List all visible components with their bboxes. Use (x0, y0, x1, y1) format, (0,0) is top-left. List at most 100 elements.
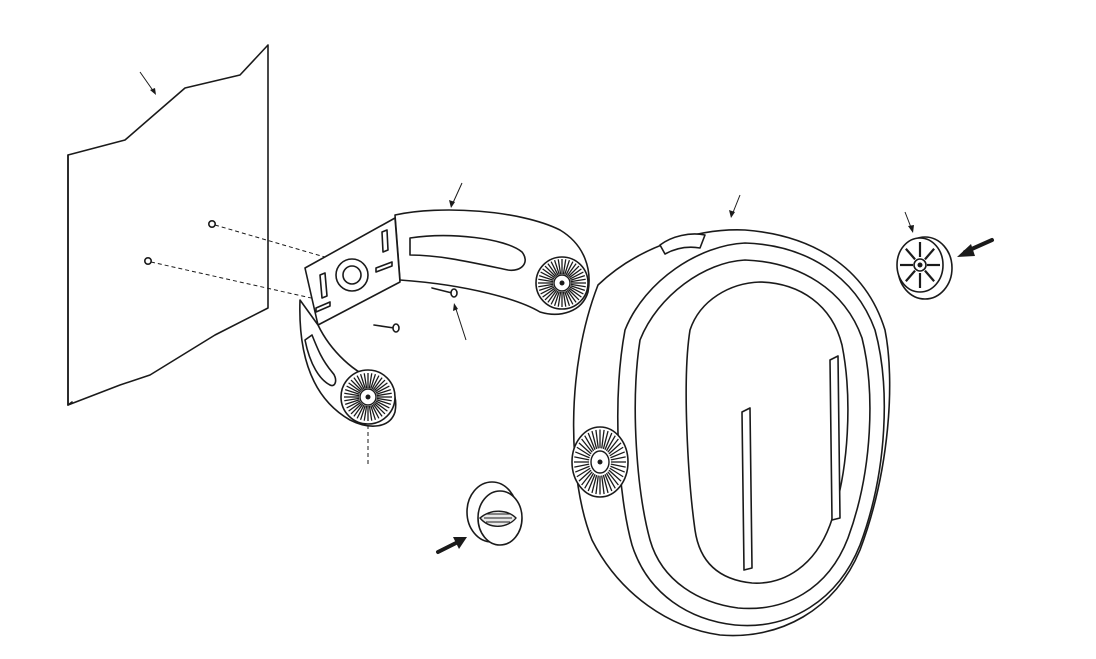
ratchet-tooth (363, 405, 368, 421)
ratchet-tooth (576, 467, 591, 478)
ratchet-tooth (564, 291, 571, 307)
ratchet-tooth (375, 385, 390, 394)
ratchet-tooth (344, 388, 360, 395)
ratchet-tooth (610, 463, 626, 468)
wall-screw-upper (431, 287, 458, 298)
keyhole-slot (381, 229, 389, 253)
ratchet-tooth (610, 456, 626, 461)
ratchet-tooth (569, 286, 584, 295)
ratchet-tooth (350, 402, 363, 415)
cap-spoke (905, 269, 916, 282)
ratchet-tooth (356, 375, 365, 390)
ratchet-tooth (595, 475, 599, 495)
dashed-guide-line (150, 261, 321, 301)
ratchet-tooth (565, 290, 574, 305)
ratchet-tooth (584, 472, 595, 489)
ratchet-tooth (544, 288, 557, 301)
ratchet-tooth (553, 291, 560, 307)
bold-arrow-cap (957, 238, 994, 257)
wall-hole-lower (144, 256, 153, 265)
ratchet-tooth (374, 382, 388, 393)
leader-arrow-speaker (729, 194, 741, 218)
guide-lines (150, 224, 369, 465)
speaker-enclosure (571, 229, 891, 637)
ratchet-tooth (348, 382, 362, 393)
ratchet-tooth (359, 373, 366, 389)
ratchet-tooth (373, 402, 386, 415)
leader-arrow-bracket (449, 182, 463, 208)
ratchet-tooth (547, 289, 558, 303)
ratchet-tooth (578, 442, 592, 455)
ratchet-tooth (566, 263, 577, 277)
ratchet-tooth (368, 373, 373, 389)
ratchet-tooth (538, 274, 554, 281)
ratchet-tooth (570, 283, 586, 288)
ratchet-tooth (601, 429, 605, 449)
ratchet-tooth (376, 397, 392, 402)
ratchet-tooth (547, 263, 558, 277)
ratchet-tooth (565, 261, 574, 276)
ratchet-tooth (371, 404, 380, 419)
ratchet-tooth (605, 472, 616, 489)
cap-spoke (924, 248, 935, 261)
ratchet-tooth (370, 405, 377, 421)
ratchet-tooth (566, 289, 577, 303)
ratchet-tooth (557, 259, 562, 275)
ratchet-tooth (346, 385, 361, 394)
grille-slot-left (741, 407, 753, 571)
ratchet-tooth (587, 474, 596, 492)
ratchet-tooth (376, 399, 392, 406)
ratchet-tooth (567, 265, 580, 278)
ratchet-tooth (568, 287, 582, 298)
wall-panel (67, 44, 269, 406)
ratchet-disc (535, 256, 589, 310)
bracket-slot-upper (409, 234, 526, 272)
ratchet-tooth (574, 463, 590, 468)
ratchet-tooth (575, 465, 590, 473)
ratchet-tooth (372, 403, 383, 417)
ratchet-disc (340, 369, 396, 425)
cap-spoke (905, 248, 916, 261)
ratchet-tooth (557, 291, 562, 307)
ratchet-tooth (348, 401, 362, 412)
ratchet-tooth (353, 403, 364, 417)
ratchet-tooth (607, 438, 619, 453)
ratchet-tooth (363, 373, 368, 389)
bracket-slot-lower (304, 334, 337, 387)
ratchet-tooth (353, 377, 364, 391)
leader-arrows (139, 71, 914, 341)
ratchet-tooth (575, 451, 590, 459)
bracket-slot-small (315, 301, 331, 313)
ratchet-tooth (368, 405, 373, 421)
cap-spoke (924, 269, 935, 282)
bracket-slot-small (375, 261, 393, 273)
ratchet-tooth (570, 278, 586, 283)
ratchet-tooth (370, 373, 377, 389)
leader-arrow-wall (139, 71, 156, 95)
bold-arrow-knob (436, 537, 467, 554)
ratchet-tooth (538, 285, 554, 292)
ratchet-tooth (540, 286, 555, 295)
ratchet-tooth (376, 392, 392, 397)
ratchet-tooth (538, 283, 554, 288)
ratchet-tooth (609, 467, 624, 478)
ratchet-tooth (372, 377, 383, 391)
grille-slot-right (829, 355, 841, 521)
ratchet-tooth (568, 268, 582, 279)
ratchet-tooth (375, 400, 390, 409)
keyhole-slot (319, 272, 328, 299)
ratchet-tooth (570, 274, 586, 281)
ratchet-tooth (540, 271, 555, 280)
ratchet-tooth (359, 405, 366, 421)
ratchet-tooth (607, 471, 619, 486)
ratchet-tooth (581, 438, 593, 453)
ratchet-tooth (374, 401, 388, 412)
ratchet-tooth (346, 400, 361, 409)
ratchet-tooth (605, 435, 616, 452)
ratchet-tooth (542, 268, 556, 279)
ratchet-tooth (544, 265, 557, 278)
ratchet-tooth (591, 430, 598, 450)
ratchet-tooth (609, 446, 624, 457)
ratchet-tooth (373, 379, 386, 392)
